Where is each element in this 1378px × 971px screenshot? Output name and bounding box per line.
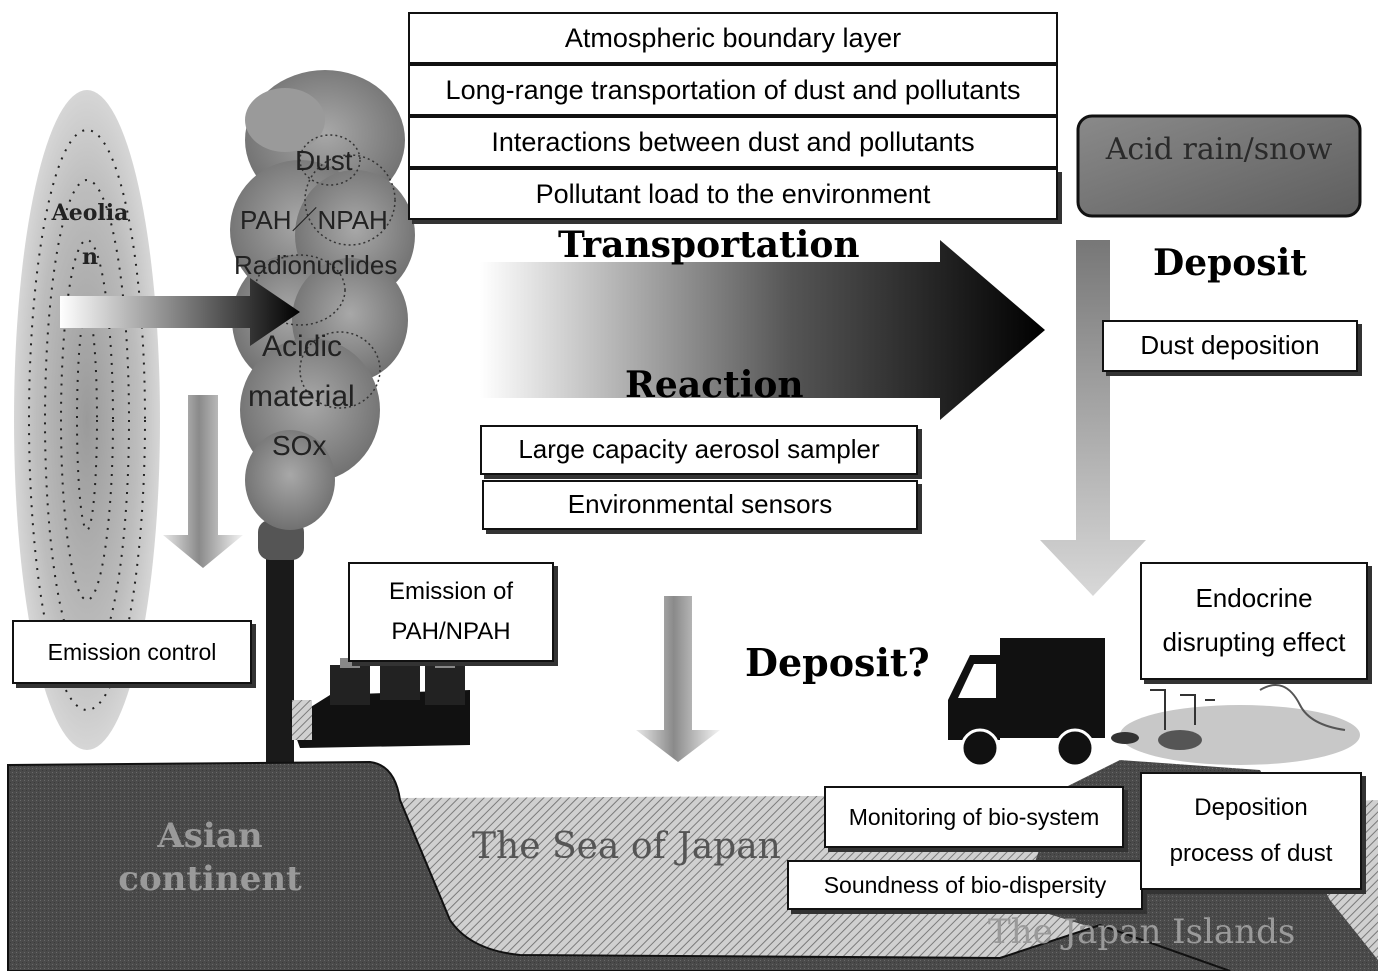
asian-continent-line1: Asian <box>157 816 263 856</box>
plume-label-pah-npah: PAH／NPAH <box>240 205 388 235</box>
box-environmental-sensors: Environmental sensors <box>482 480 918 530</box>
plume-label-sox: SOx <box>272 430 327 461</box>
aeolian-label-line2: n <box>82 244 98 270</box>
asian-continent-land <box>7 760 1231 971</box>
transportation-heading: Transportation <box>558 224 860 266</box>
deposit-question-heading: Deposit? <box>745 640 930 685</box>
box-aerosol-sampler: Large capacity aerosol sampler <box>480 425 918 475</box>
box-long-range-transportation: Long-range transportation of dust and po… <box>408 64 1058 116</box>
box-deposition-process-line1: Deposition <box>1194 794 1308 822</box>
box-dust-deposition-text: Dust deposition <box>1140 330 1320 361</box>
box-endocrine-line1: Endocrine <box>1195 583 1313 614</box>
box-interactions-dust-pollutants-text: Interactions between dust and pollutants <box>491 126 975 157</box>
aeolian-ellipse <box>14 90 160 750</box>
asian-continent-line2: continent <box>118 858 302 899</box>
transportation-arrow <box>480 240 1045 420</box>
box-pollutant-load-text: Pollutant load to the environment <box>535 178 931 209</box>
box-dust-deposition: Dust deposition <box>1102 320 1358 372</box>
plume-label-radionuclides: Radionuclides <box>234 250 398 280</box>
plume-label-dust: Dust <box>295 145 353 176</box>
box-atmospheric-boundary-layer-text: Atmospheric boundary layer <box>564 22 902 53</box>
box-emission-of-text: Emission of <box>388 578 514 606</box>
deposit-heading: Deposit <box>1153 242 1307 284</box>
bio-monitoring-illustration <box>1111 684 1360 765</box>
box-emission-control-text: Emission control <box>47 638 217 665</box>
deposit-arrow <box>1040 240 1146 596</box>
box-monitoring-bio-system: Monitoring of bio-system <box>824 786 1124 848</box>
emission-control-arrow <box>163 395 243 568</box>
acid-rain-box <box>1076 114 1362 218</box>
reaction-heading: Reaction <box>625 364 804 406</box>
box-emission-pah-text: PAH/NPAH <box>391 618 511 645</box>
smokestack <box>266 520 294 770</box>
box-monitoring-text: Monitoring of bio-system <box>848 803 1100 830</box>
sea-of-japan-label: The Sea of Japan <box>472 826 781 867</box>
box-pollutant-load: Pollutant load to the environment <box>408 168 1058 220</box>
plume-label-acidic: Acidic <box>262 330 343 363</box>
box-interactions-dust-pollutants: Interactions between dust and pollutants <box>408 116 1058 168</box>
emission-plume-cloud <box>230 70 415 530</box>
box-endocrine-disrupting: Endocrine disrupting effect <box>1140 562 1368 680</box>
aeolian-label-line1: Aeolia <box>51 200 129 226</box>
factory-icon <box>290 652 470 748</box>
japan-islands-label: The Japan Islands <box>988 912 1296 952</box>
asian-continent-label: Asian continent <box>110 815 310 900</box>
box-endocrine-line2: disrupting effect <box>1162 627 1346 657</box>
plume-label-material: material <box>248 380 355 413</box>
box-deposition-process-line2: process of dust <box>1169 840 1333 867</box>
deposit-question-arrow <box>636 596 720 762</box>
box-soundness-text: Soundness of bio-dispersity <box>823 871 1107 898</box>
aeolian-to-plume-arrow <box>60 278 300 346</box>
box-emission-control: Emission control <box>12 620 252 684</box>
truck-icon <box>948 638 1105 768</box>
box-atmospheric-boundary-layer: Atmospheric boundary layer <box>408 12 1058 64</box>
box-long-range-transportation-text: Long-range transportation of dust and po… <box>445 74 1021 105</box>
box-emission-pah-npah: Emission of PAH/NPAH <box>348 562 554 662</box>
box-environmental-sensors-text: Environmental sensors <box>567 489 833 520</box>
aeolian-label: Aeolia n <box>50 200 130 270</box>
box-deposition-process: Deposition process of dust <box>1140 772 1362 890</box>
box-soundness-bio-dispersity: Soundness of bio-dispersity <box>787 860 1143 910</box>
acid-rain-label: Acid rain/snow <box>1105 132 1333 167</box>
box-aerosol-sampler-text: Large capacity aerosol sampler <box>518 434 880 465</box>
